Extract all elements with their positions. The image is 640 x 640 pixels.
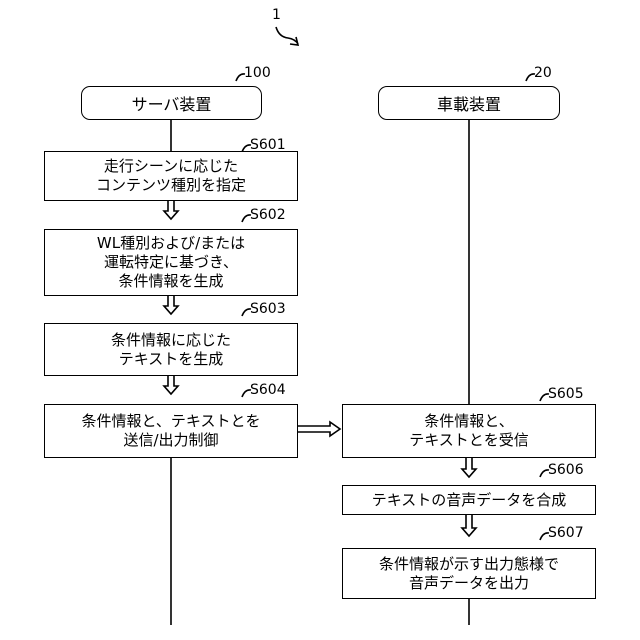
down-arrow-s601-s602 <box>164 201 178 219</box>
vehicle-device-box: 車載装置 <box>378 86 560 120</box>
figure-reference-arrow <box>276 27 298 44</box>
step-label-s606: S606 <box>548 462 584 478</box>
step-label-s603: S603 <box>250 301 286 317</box>
down-arrow-s606-s607 <box>462 515 476 536</box>
down-arrow-s605-s606 <box>462 458 476 477</box>
server-device-title: サーバ装置 <box>132 91 212 115</box>
step-text-s603: 条件情報に応じた テキストを生成 <box>111 331 231 369</box>
server-ref-label: 100 <box>244 65 271 81</box>
vehicle-ref-label: 20 <box>534 65 552 81</box>
down-arrow-s602-s603 <box>164 296 178 314</box>
step-label-s602: S602 <box>250 207 286 223</box>
step-box-s607: 条件情報が示す出力態様で 音声データを出力 <box>342 548 596 599</box>
step-box-s601: 走行シーンに応じた コンテンツ種別を指定 <box>44 151 298 201</box>
transmit-arrow-s604-s605 <box>298 422 340 436</box>
step-label-s605: S605 <box>548 386 584 402</box>
step-text-s607: 条件情報が示す出力態様で 音声データを出力 <box>379 555 559 593</box>
vehicle-device-title: 車載装置 <box>437 91 501 115</box>
step-label-s607: S607 <box>548 525 584 541</box>
step-text-s604: 条件情報と、テキストとを 送信/出力制御 <box>82 412 261 450</box>
step-box-s605: 条件情報と、 テキストとを受信 <box>342 404 596 458</box>
server-device-box: サーバ装置 <box>81 86 262 120</box>
step-box-s602: WL種別および/または 運転特定に基づき、 条件情報を生成 <box>44 229 298 296</box>
down-arrow-s603-s604 <box>164 376 178 394</box>
figure-number: 1 <box>272 7 281 23</box>
step-text-s602: WL種別および/または 運転特定に基づき、 条件情報を生成 <box>97 234 245 291</box>
step-text-s605: 条件情報と、 テキストとを受信 <box>409 412 529 450</box>
step-box-s604: 条件情報と、テキストとを 送信/出力制御 <box>44 404 298 458</box>
step-label-s604: S604 <box>250 382 286 398</box>
step-text-s606: テキストの音声データを合成 <box>372 491 567 510</box>
step-box-s603: 条件情報に応じた テキストを生成 <box>44 323 298 376</box>
step-text-s601: 走行シーンに応じた コンテンツ種別を指定 <box>96 157 246 195</box>
step-box-s606: テキストの音声データを合成 <box>342 485 596 515</box>
